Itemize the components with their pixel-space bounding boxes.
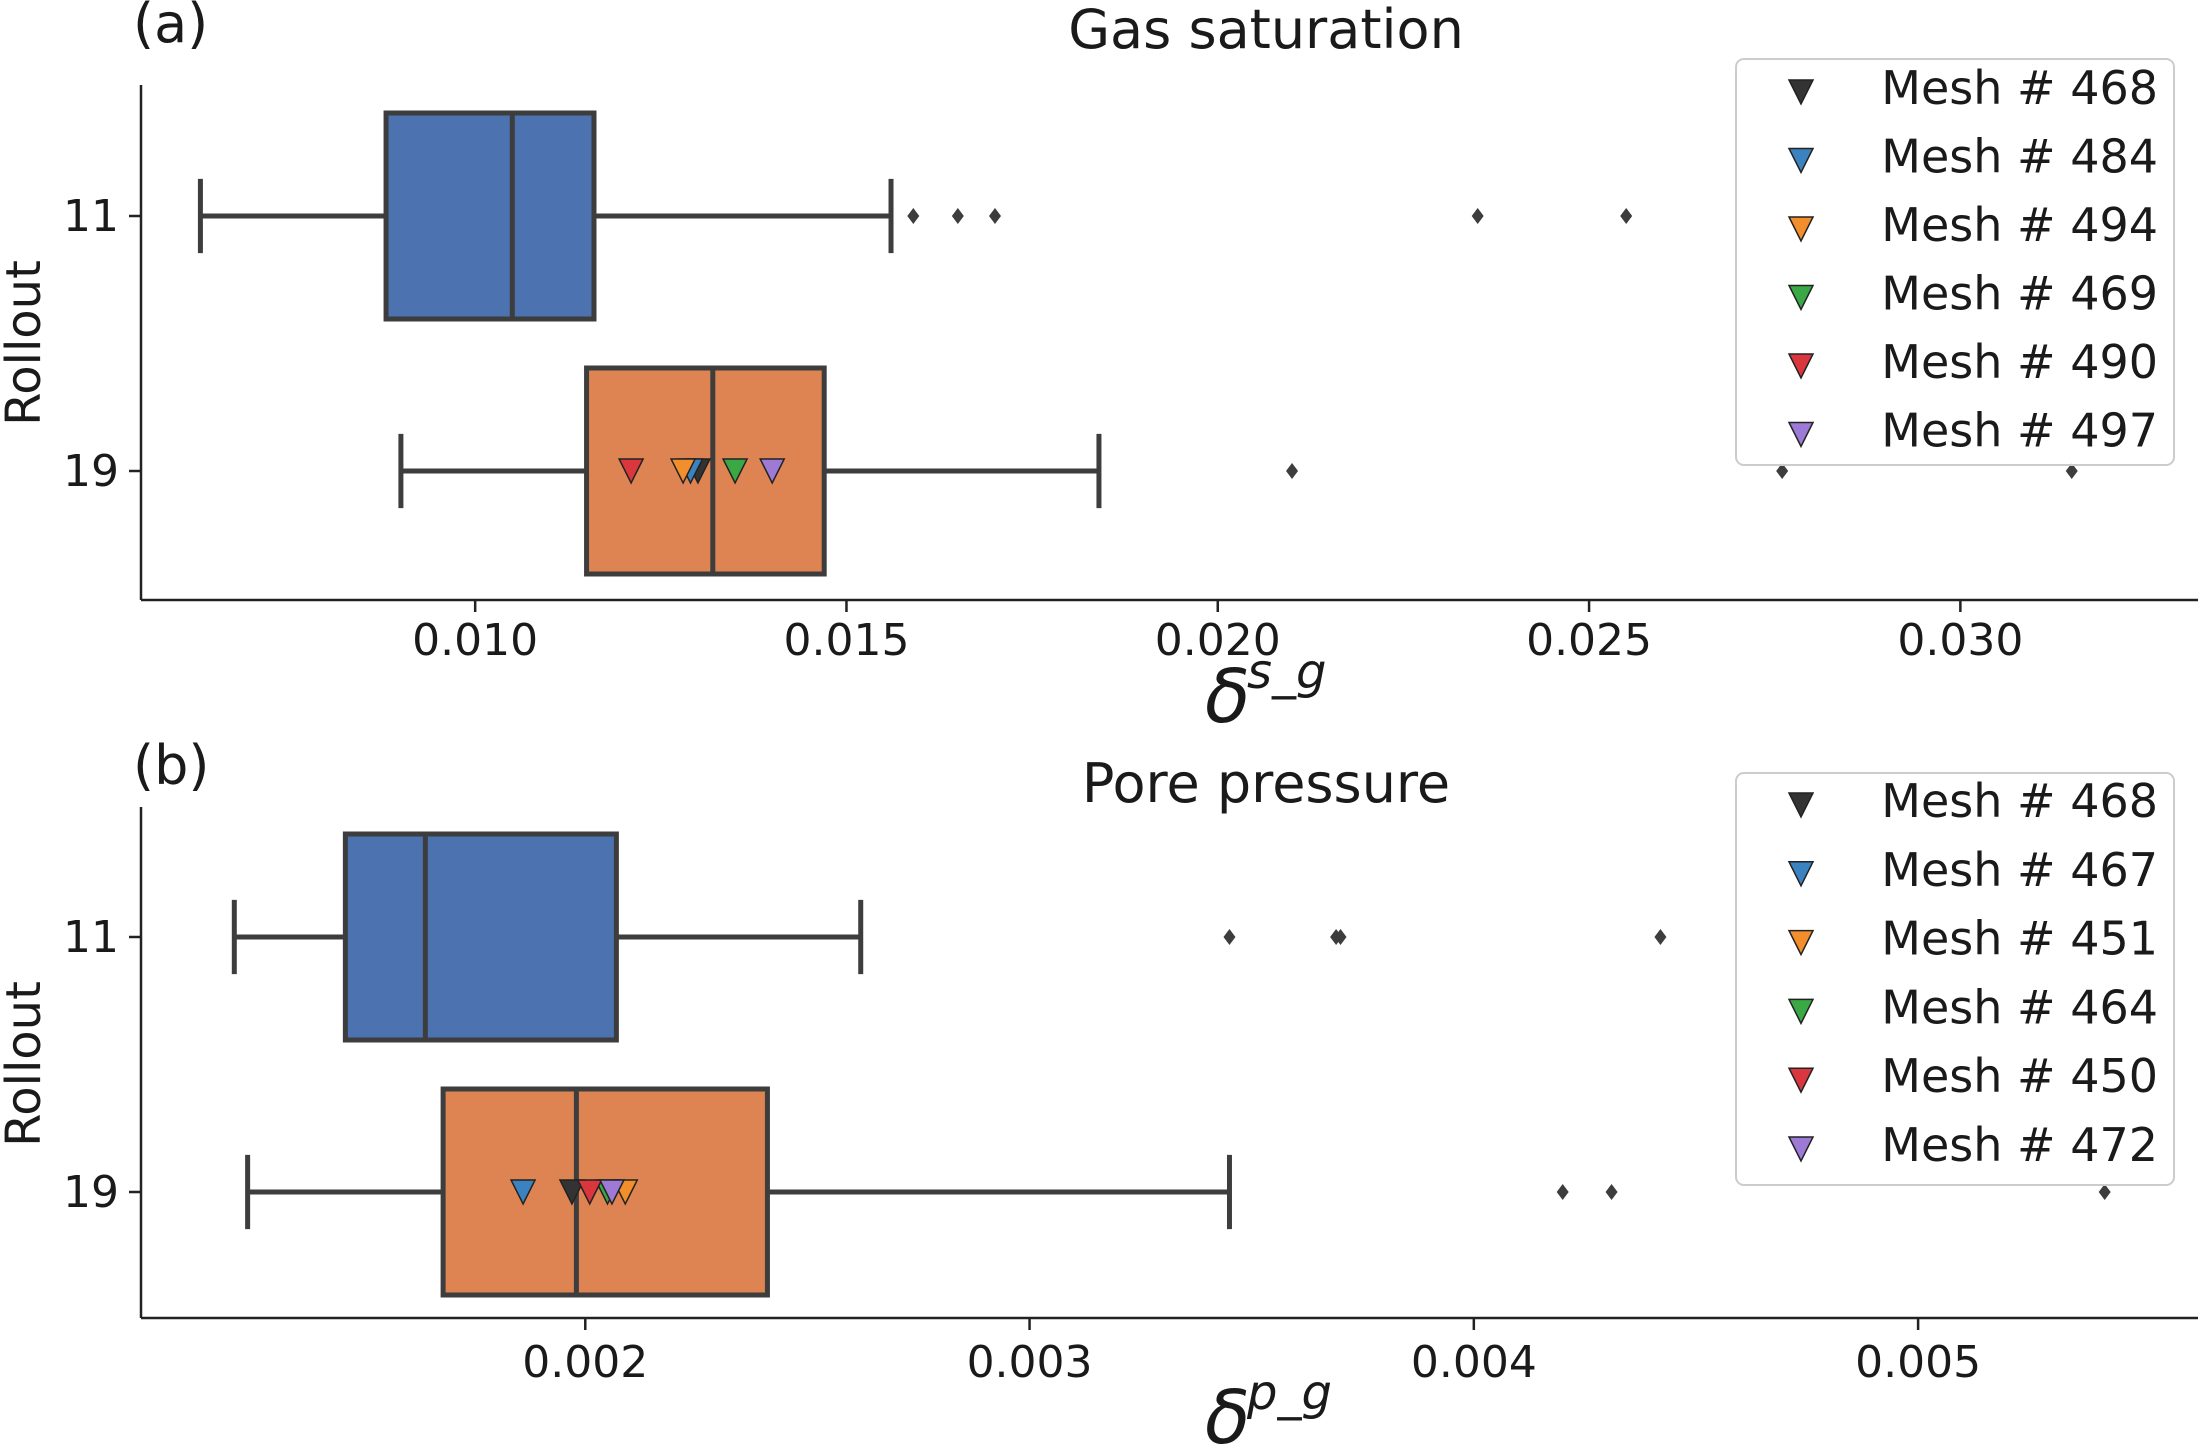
- chart-title-b: Pore pressure: [1082, 752, 1450, 815]
- y-tick-label-a: 11: [63, 191, 119, 242]
- legend-marker: [1787, 929, 1815, 957]
- outlier-point: [1334, 929, 1347, 945]
- x-tick-label-b: 0.002: [522, 1337, 648, 1388]
- outlier-point: [1605, 1184, 1618, 1200]
- x-tick-label-b: 0.003: [967, 1337, 1093, 1388]
- box-11-b: [231, 831, 1667, 1043]
- x-axis-label-sup-b: p_g: [1246, 1365, 1332, 1421]
- box-iqr: [383, 110, 597, 322]
- outlier-point: [951, 208, 964, 224]
- y-tick-label-a: 19: [63, 446, 119, 497]
- mesh-markers-a: [617, 458, 786, 485]
- x-tick-label-a: 0.030: [1897, 615, 2023, 666]
- legend-label: Mesh # 484: [1881, 130, 2158, 184]
- legend-frame: [1735, 58, 2175, 466]
- legend-marker: [1787, 1136, 1815, 1163]
- outlier-point: [988, 208, 1001, 224]
- legend-marker: [1787, 421, 1815, 449]
- x-axis-label-b: δ: [1205, 1375, 1250, 1453]
- legend-label: Mesh # 450: [1881, 1049, 2158, 1103]
- legend-label: Mesh # 490: [1881, 335, 2158, 389]
- x-tick-label-a: 0.020: [1155, 615, 1281, 666]
- outlier-point: [907, 208, 920, 224]
- y-tick-label-b: 11: [63, 912, 119, 963]
- outlier-point: [1654, 929, 1667, 945]
- y-axis-label-a: Rollout: [0, 260, 52, 426]
- x-tick-label-a: 0.015: [783, 615, 909, 666]
- legend-marker: [1787, 998, 1815, 1026]
- mesh-marker: [558, 1179, 586, 1206]
- box-iqr: [584, 365, 827, 577]
- legend-label: Mesh # 464: [1881, 980, 2158, 1034]
- legend-marker: [1787, 147, 1815, 175]
- legend-label: Mesh # 467: [1881, 843, 2158, 897]
- outlier-point: [1286, 463, 1299, 479]
- outlier-point: [1471, 208, 1484, 224]
- legend-marker: [1787, 792, 1815, 819]
- legend-marker: [1787, 1067, 1815, 1094]
- legend-label: Mesh # 497: [1881, 404, 2158, 458]
- outlier-point: [1620, 208, 1633, 224]
- outlier-point: [1776, 463, 1789, 479]
- mesh-marker: [509, 1179, 537, 1206]
- x-axis-label-a: δ: [1205, 654, 1250, 740]
- panel-label-b: (b): [133, 734, 209, 797]
- legend-marker: [1787, 79, 1815, 106]
- x-tick-label-b: 0.005: [1855, 1337, 1981, 1388]
- legend-marker: [1787, 861, 1815, 888]
- axes-b: 0.002 0.003 0.004 0.005 11 19: [63, 807, 2198, 1388]
- outlier-point: [1223, 929, 1236, 945]
- legend-label: Mesh # 469: [1881, 267, 2158, 321]
- legend-label: Mesh # 468: [1881, 61, 2158, 115]
- panel-label-a: (a): [133, 0, 208, 55]
- mesh-marker: [721, 458, 749, 485]
- outlier-point: [2098, 1184, 2111, 1200]
- mesh-marker: [617, 458, 645, 485]
- legend-label: Mesh # 472: [1881, 1118, 2158, 1172]
- legend-label: Mesh # 451: [1881, 912, 2158, 966]
- legend-marker: [1787, 216, 1815, 243]
- outlier-point: [1556, 1184, 1569, 1200]
- legend-marker: [1787, 284, 1815, 312]
- mesh-marker: [669, 458, 697, 485]
- box-11-a: [197, 110, 1633, 322]
- mesh-marker: [576, 1179, 603, 1206]
- mesh-markers-b: [509, 1179, 639, 1206]
- legend-marker: [1787, 353, 1815, 380]
- x-axis-label-sup-a: s_g: [1247, 644, 1326, 700]
- mesh-marker: [598, 1179, 626, 1206]
- axes-a: 0.010 0.015 0.020 0.025 0.030 11 19: [63, 85, 2198, 666]
- legend-label: Mesh # 494: [1881, 198, 2158, 252]
- legend-label: Mesh # 468: [1881, 774, 2158, 828]
- chart-title-a: Gas saturation: [1068, 0, 1464, 61]
- box-iqr: [342, 831, 619, 1043]
- x-tick-label-a: 0.010: [412, 615, 538, 666]
- x-tick-label-a: 0.025: [1526, 615, 1652, 666]
- legend-frame: [1735, 772, 2175, 1186]
- x-tick-label-b: 0.004: [1411, 1337, 1537, 1388]
- y-axis-label-b: Rollout: [0, 981, 52, 1147]
- y-tick-label-b: 19: [63, 1167, 119, 1218]
- outlier-point: [2065, 463, 2078, 479]
- mesh-marker: [758, 458, 786, 485]
